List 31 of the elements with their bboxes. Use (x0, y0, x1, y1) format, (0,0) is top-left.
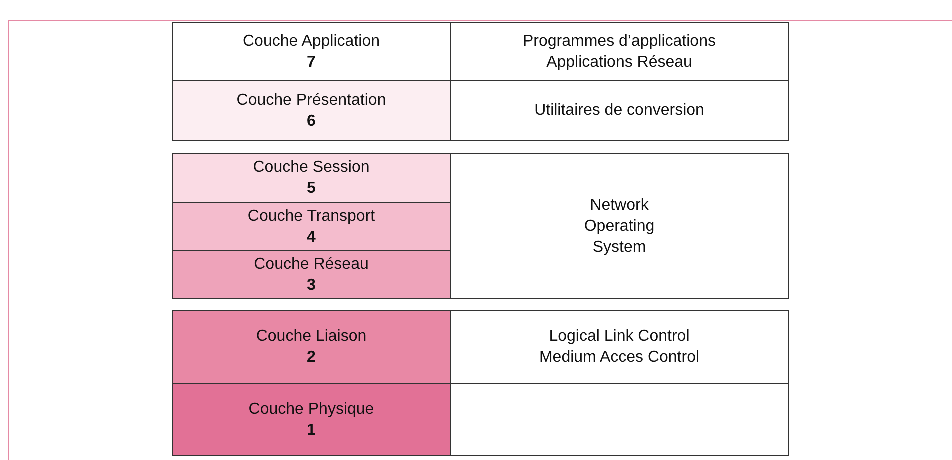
layer-cell (172, 80, 451, 141)
layer-cell (172, 250, 451, 299)
layer-cell (172, 310, 451, 384)
description-cell (450, 310, 789, 384)
layer-number: 3 (307, 276, 316, 296)
description-cell (450, 22, 789, 81)
layer-name: Couche Réseau (254, 254, 369, 274)
description-text: Medium Acces Control (539, 348, 700, 368)
description-text: Network Operating System (583, 196, 656, 258)
layer-cell (172, 202, 451, 251)
layer-name: Couche Application (243, 32, 380, 52)
layer-number: 4 (307, 228, 316, 248)
description-cell (450, 153, 789, 299)
layer-name: Couche Liaison (256, 327, 367, 347)
layer-name: Couche Présentation (236, 90, 386, 110)
layer-number: 7 (307, 52, 316, 72)
layer-name: Couche Transport (248, 206, 376, 226)
layer-number: 2 (307, 348, 316, 368)
layer-number: 1 (307, 420, 316, 440)
layer-name: Couche Session (253, 158, 370, 178)
layer-number: 5 (307, 179, 316, 199)
description-text: Utilitaires de conversion (534, 101, 704, 121)
layer-cell (172, 153, 451, 203)
description-text: Applications Réseau (546, 52, 692, 72)
layer-cell (172, 383, 451, 456)
layer-number: 6 (307, 112, 316, 132)
description-cell (450, 80, 789, 141)
layer-cell (172, 22, 451, 81)
layer-name: Couche Physique (248, 400, 374, 420)
description-text: Logical Link Control (549, 327, 690, 347)
description-text: Programmes d’applications (523, 32, 716, 52)
